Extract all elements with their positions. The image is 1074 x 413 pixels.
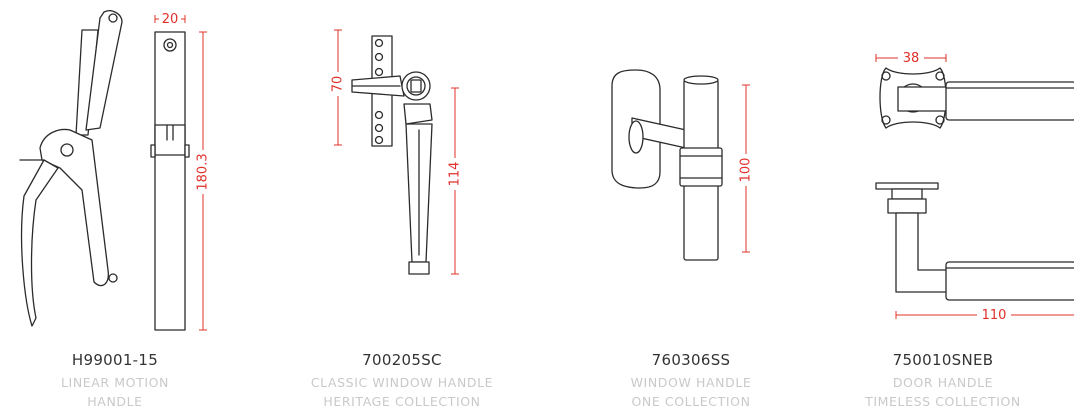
product-collection: HANDLE bbox=[87, 394, 143, 409]
product-code: H99001-15 bbox=[71, 351, 159, 369]
product-name: DOOR HANDLE bbox=[892, 375, 994, 390]
dimension-label: 180.3 bbox=[196, 153, 211, 190]
drawing-door-handle bbox=[875, 50, 1074, 321]
product-name: WINDOW HANDLE bbox=[630, 375, 752, 390]
dimension-label: 38 bbox=[903, 51, 920, 66]
dimension-label: 110 bbox=[982, 308, 1007, 323]
dimension-label: 114 bbox=[448, 162, 463, 187]
dimension-label: 100 bbox=[739, 158, 754, 183]
drawing-window-handle bbox=[611, 69, 754, 261]
product-code: 700205SC bbox=[362, 351, 442, 369]
product-code: 750010SNEB bbox=[892, 351, 994, 369]
dimension-label: 70 bbox=[331, 76, 346, 93]
dimension-label: 20 bbox=[162, 12, 179, 27]
product-name: LINEAR MOTION bbox=[60, 375, 170, 390]
product-code: 760306SS bbox=[651, 351, 731, 369]
product-collection: ONE COLLECTION bbox=[631, 394, 751, 409]
product-collection: TIMELESS COLLECTION bbox=[865, 394, 1021, 409]
product-name: CLASSIC WINDOW HANDLE bbox=[310, 375, 494, 390]
drawing-classic-window-handle bbox=[330, 29, 463, 275]
product-collection: HERITAGE COLLECTION bbox=[323, 394, 481, 409]
drawing-linear-motion-handle bbox=[19, 10, 210, 331]
